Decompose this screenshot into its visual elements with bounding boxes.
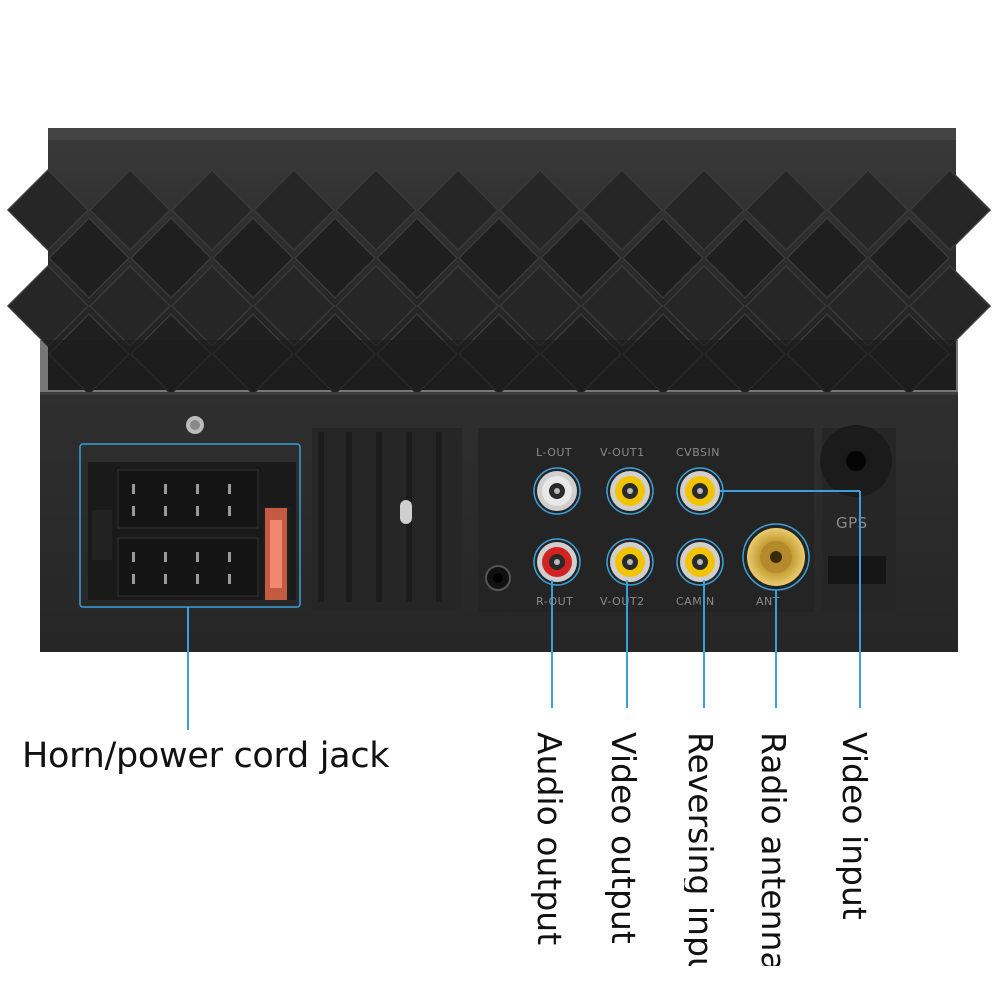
callout-video-input: Video input [835, 732, 874, 920]
connector-pins [132, 484, 231, 584]
rca-cam-in [676, 538, 724, 586]
rca-r-out [533, 538, 581, 586]
heatsink-housing [6, 128, 992, 396]
heatsink-fins [6, 168, 992, 396]
port-label-l-out: L-OUT [536, 446, 572, 459]
port-label-v-out2: V-OUT2 [600, 595, 645, 608]
callout-video-output: Video output [604, 732, 643, 944]
rca-l-out [533, 467, 581, 515]
port-label-cam-in: CAMIN [676, 595, 715, 608]
radio-antenna-socket [742, 523, 810, 591]
callout-lines [187, 490, 861, 730]
iso-connector [79, 443, 301, 608]
rca-v-out2 [606, 538, 654, 586]
callout-radio-antenna: Radio antenna [757, 732, 790, 966]
rca-v-out1 [606, 467, 654, 515]
rca-cvbs-in [676, 467, 724, 515]
gps-socket: GPS [820, 425, 896, 612]
av-port-block: L-OUT V-OUT1 CVBSIN R-OUT V-OUT2 CAMIN A… [478, 428, 814, 612]
port-label-cvbs-in: CVBSIN [676, 446, 720, 459]
port-label-gps: GPS [836, 514, 868, 532]
port-label-ant: ANT [756, 595, 780, 608]
callout-horn-power: Horn/power cord jack [22, 736, 390, 776]
port-label-r-out: R-OUT [536, 595, 573, 608]
rca-jacks [533, 467, 724, 586]
port-label-v-out1: V-OUT1 [600, 446, 645, 459]
vent-slots [312, 428, 462, 610]
callout-reversing-input: Reversing input [684, 732, 717, 966]
callout-audio-output: Audio output [530, 732, 569, 946]
